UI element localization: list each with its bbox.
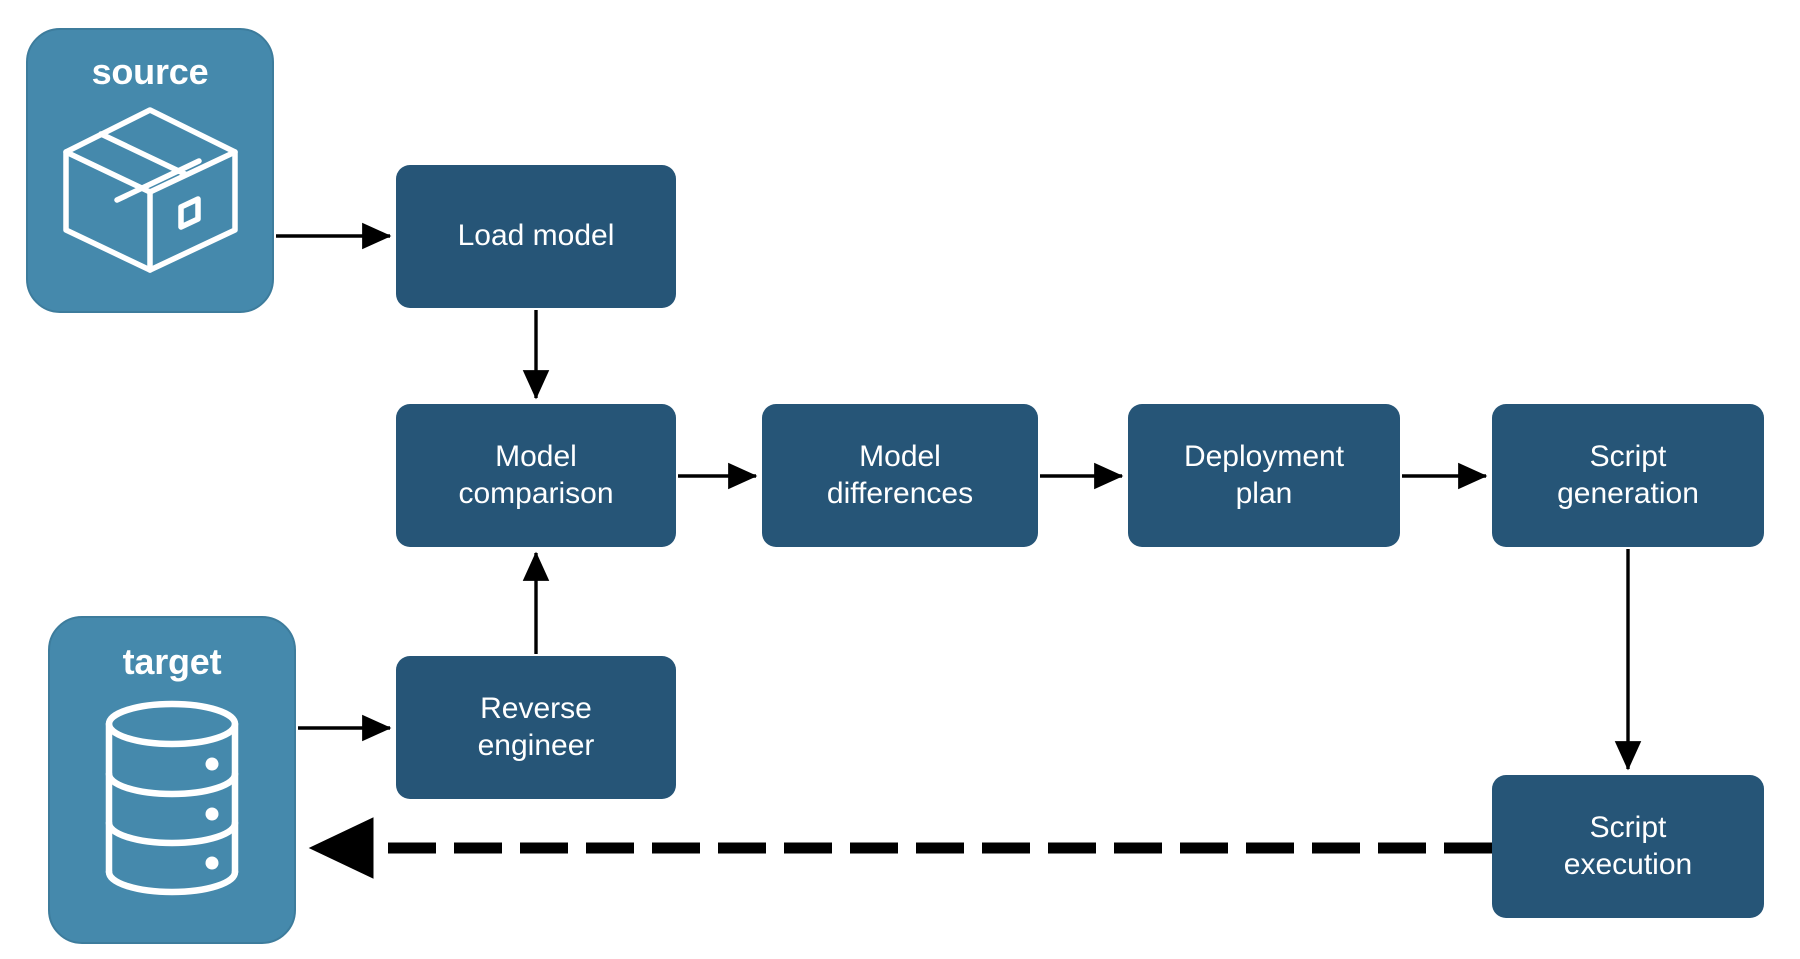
node-reverse-engineer[interactable]: Reverse engineer [396, 656, 676, 799]
node-script-generation[interactable]: Script generation [1492, 404, 1764, 547]
node-script-execution[interactable]: Script execution [1492, 775, 1764, 918]
node-model-comparison[interactable]: Model comparison [396, 404, 676, 547]
node-model-differences-label: Model differences [826, 439, 974, 510]
package-box-icon [57, 102, 243, 282]
node-deployment-plan[interactable]: Deployment plan [1128, 404, 1400, 547]
node-reverse-engineer-label: Reverse engineer [477, 691, 595, 762]
node-script-generation-label: Script generation [1557, 439, 1699, 510]
node-target[interactable]: target [48, 616, 296, 944]
node-model-comparison-label: Model comparison [458, 439, 614, 510]
database-cylinder-icon [92, 698, 252, 903]
node-load-model-label: Load model [457, 219, 615, 253]
node-model-differences[interactable]: Model differences [762, 404, 1038, 547]
node-load-model[interactable]: Load model [396, 165, 676, 308]
node-source[interactable]: source [26, 28, 274, 313]
node-target-label: target [122, 641, 222, 682]
node-script-execution-label: Script execution [1563, 810, 1693, 881]
node-source-label: source [91, 51, 209, 92]
node-deployment-plan-label: Deployment plan [1183, 439, 1345, 510]
